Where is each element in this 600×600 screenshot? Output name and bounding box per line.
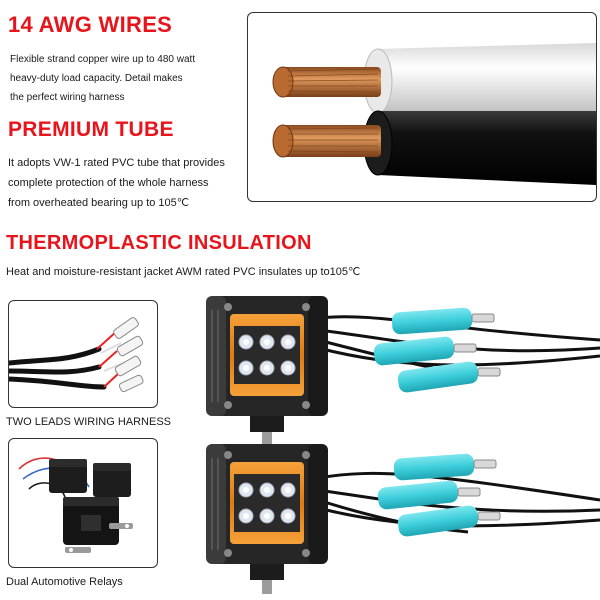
led-lights-wiring-illustration — [205, 295, 600, 595]
relay-block-1 — [49, 459, 87, 493]
insulation-title: THERMOPLASTIC INSULATION — [6, 232, 312, 254]
led-pod-light-bottom — [205, 443, 329, 595]
harness-photo-frame — [8, 300, 158, 408]
copper-strands-bottom — [272, 124, 381, 158]
copper-strands-top — [272, 66, 381, 98]
relay-block-3 — [63, 497, 119, 545]
relay-block-2 — [93, 463, 131, 497]
tube-line-2: complete protection of the whole harness — [8, 177, 209, 189]
black-wire-jacket — [378, 111, 596, 185]
relay-photo-frame — [8, 438, 158, 568]
awg-description: Flexible strand copper wire up to 480 wa… — [10, 50, 240, 107]
cable-closeup-icon — [272, 43, 596, 185]
tube-line-3: from overheated bearing up to 105℃ — [8, 197, 190, 209]
harness-caption: TWO LEADS WIRING HARNESS — [6, 416, 172, 428]
awg-line-3: the perfect wiring harness — [10, 92, 125, 103]
relay-photo-icon — [18, 457, 133, 553]
led-pod-light-top — [205, 295, 329, 447]
harness-photo-icon — [9, 317, 144, 393]
relay-caption: Dual Automotive Relays — [6, 576, 123, 588]
awg-title: 14 AWG WIRES — [8, 12, 173, 37]
tube-title: PREMIUM TUBE — [8, 118, 174, 141]
awg-line-2: heavy-duty load capacity. Detail makes — [10, 73, 183, 84]
tube-line-1: It adopts VW-1 rated PVC tube that provi… — [8, 157, 225, 169]
cable-closeup-frame — [247, 12, 597, 202]
awg-line-1: Flexible strand copper wire up to 480 wa… — [10, 54, 196, 65]
connectors-bottom — [377, 453, 501, 537]
white-wire-jacket — [378, 43, 596, 115]
insulation-description: Heat and moisture-resistant jacket AWM r… — [6, 266, 361, 278]
connectors-top — [373, 307, 501, 393]
tube-description: It adopts VW-1 rated PVC tube that provi… — [8, 153, 248, 213]
